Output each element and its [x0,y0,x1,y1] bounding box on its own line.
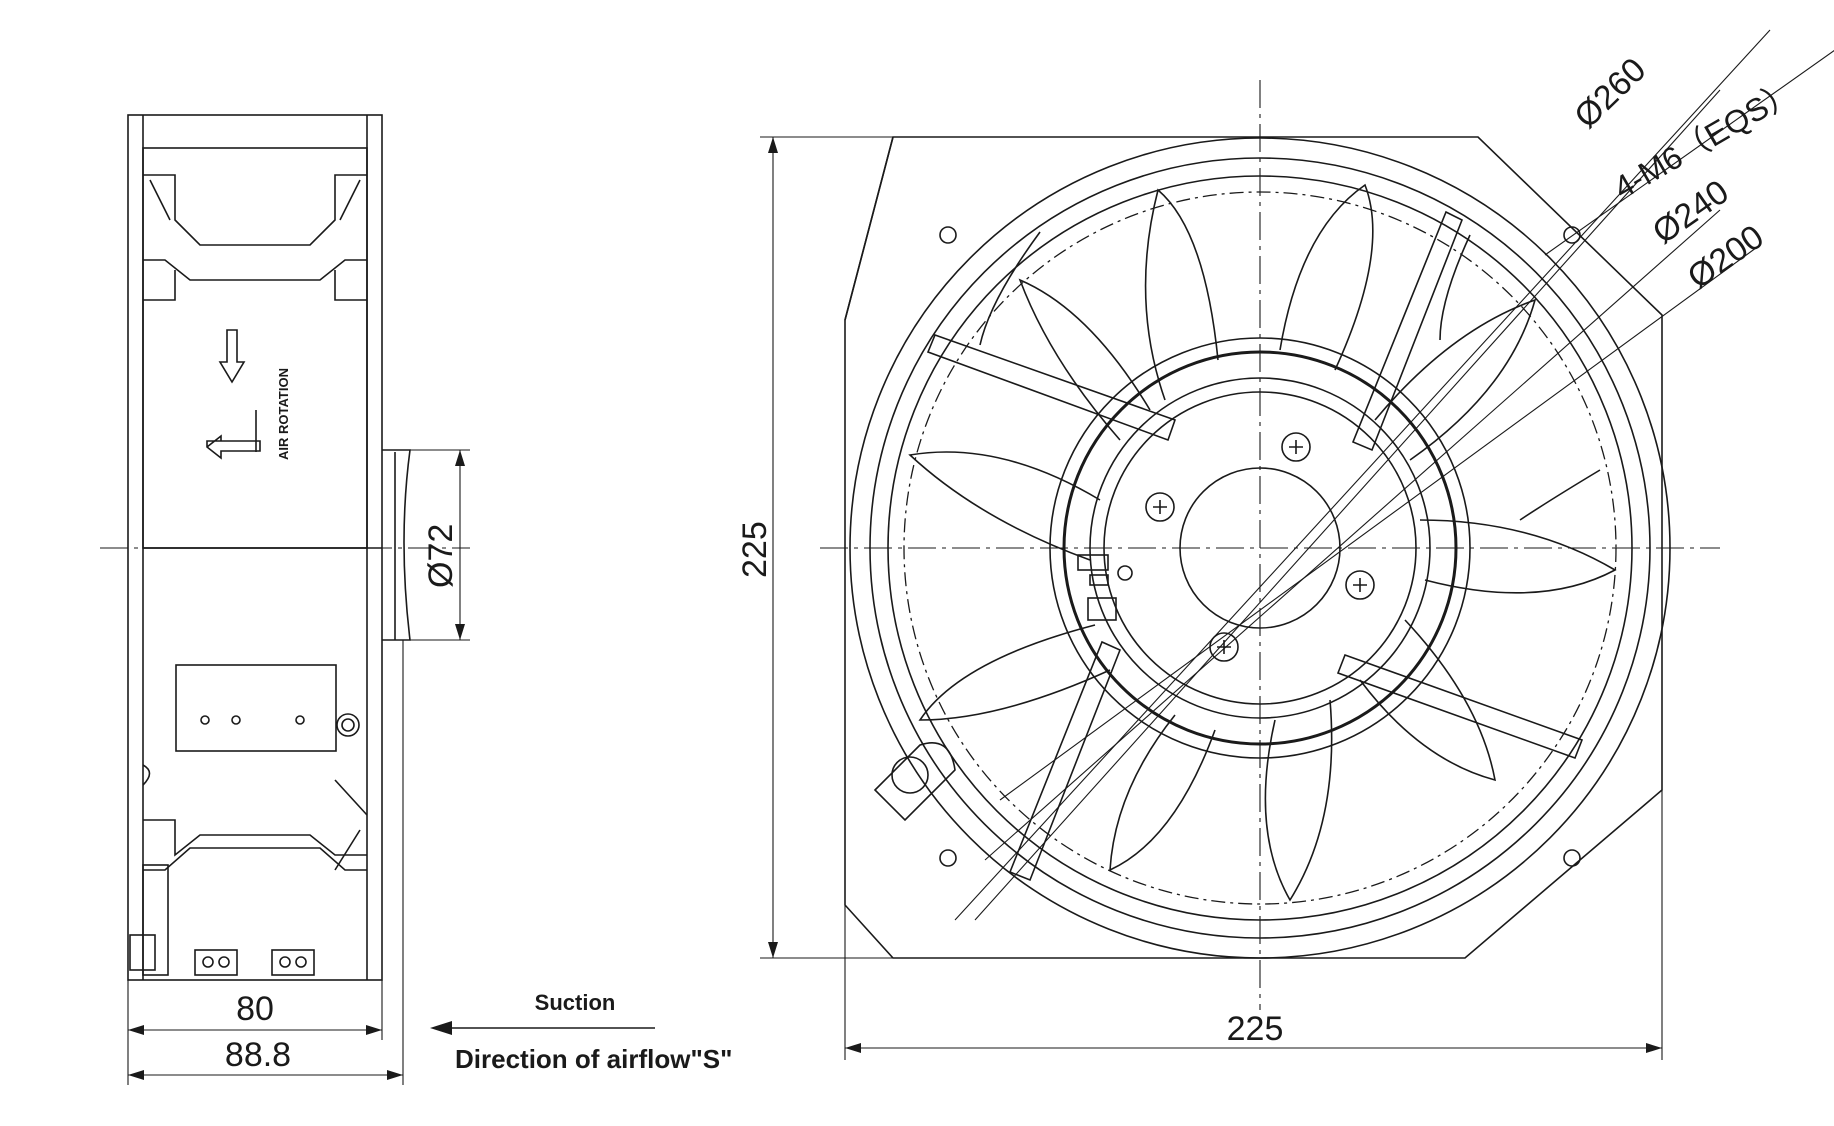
mounting-holes [939,226,1581,867]
width-80-dimension: 80 [236,990,274,1028]
width-225-dimension: 225 [1227,1010,1284,1048]
suction-label: Suction [535,990,616,1015]
rotation-label: AIR ROTATION [276,368,291,460]
callout-diameter-260: Ø260 [1567,51,1653,136]
rotation-arrow-icon [206,329,261,460]
wire-connector [1077,554,1117,621]
side-view: AIR ROTATION Ø72 [100,114,470,1085]
front-view: 225 225 Ø260 4-M6（EQS） Ø240 Ø200 [736,29,1834,1060]
support-struts [926,210,1584,882]
width-88-8-dimension: 88.8 [225,1036,291,1074]
airflow-indicator: Suction Direction of airflow"S" [430,990,732,1074]
fan-blades [908,183,1617,902]
height-225-dimension: 225 [736,521,774,578]
direction-label: Direction of airflow"S" [455,1044,732,1074]
hub-diameter-dimension: Ø72 [422,524,460,588]
airflow-arrow-icon [430,1021,452,1035]
hub-screws [1117,432,1375,662]
